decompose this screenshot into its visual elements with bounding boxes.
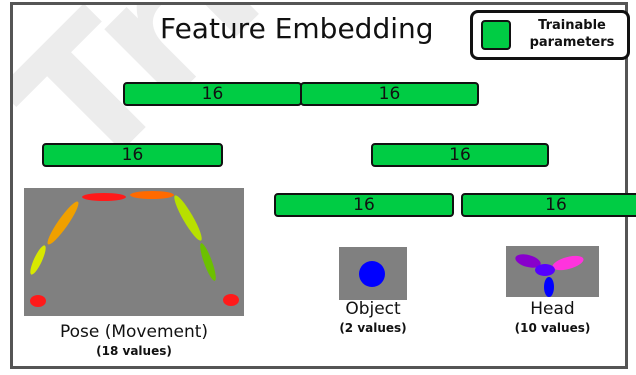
legend: Trainable parameters — [470, 10, 630, 60]
pose-count: (18 values) — [96, 344, 172, 358]
legend-label-line1: Trainable — [538, 18, 606, 33]
pose-limb-left-lower — [30, 245, 46, 275]
pose-label: Pose (Movement) — [59, 322, 209, 342]
pose-limb-shoulder-right — [130, 191, 174, 199]
legend-label-line2: parameters — [529, 35, 615, 50]
head-part-right — [552, 255, 584, 271]
embedding-bar-mid-right: 16 — [371, 143, 549, 167]
object-count: (2 values) — [339, 321, 407, 335]
pose-limb-left-upper — [47, 201, 79, 245]
embedding-bar-mid-left: 16 — [42, 143, 223, 167]
pose-limb-right-upper — [174, 195, 202, 241]
legend-label: Trainable parameters — [517, 17, 627, 51]
object-dot — [359, 261, 385, 287]
diagram-title: Feature Embedding — [160, 12, 434, 45]
head-part-stem — [544, 277, 554, 297]
head-label: Head — [530, 299, 575, 319]
object-panel — [339, 247, 407, 300]
pose-panel — [24, 188, 244, 316]
head-count: (10 values) — [514, 321, 591, 335]
pose-skeleton-image — [30, 191, 239, 307]
head-image — [515, 254, 584, 297]
embedding-bar-top-left: 16 — [123, 82, 302, 106]
object-image — [359, 261, 385, 287]
legend-swatch — [481, 20, 511, 50]
pose-joint-right-wrist — [223, 294, 239, 306]
embedding-bar-low-right: 16 — [461, 193, 636, 217]
pose-joint-left-wrist — [30, 295, 46, 307]
embedding-bar-low-left: 16 — [274, 193, 454, 217]
diagram-frame: Trial — [10, 2, 628, 369]
head-part-left — [515, 254, 541, 268]
embedding-bar-top-right: 16 — [300, 82, 479, 106]
pose-limb-shoulder-left — [82, 193, 126, 201]
object-label: Object — [345, 299, 401, 319]
head-part-center — [535, 264, 555, 276]
pose-limb-right-lower — [200, 243, 216, 281]
head-panel — [506, 246, 599, 297]
